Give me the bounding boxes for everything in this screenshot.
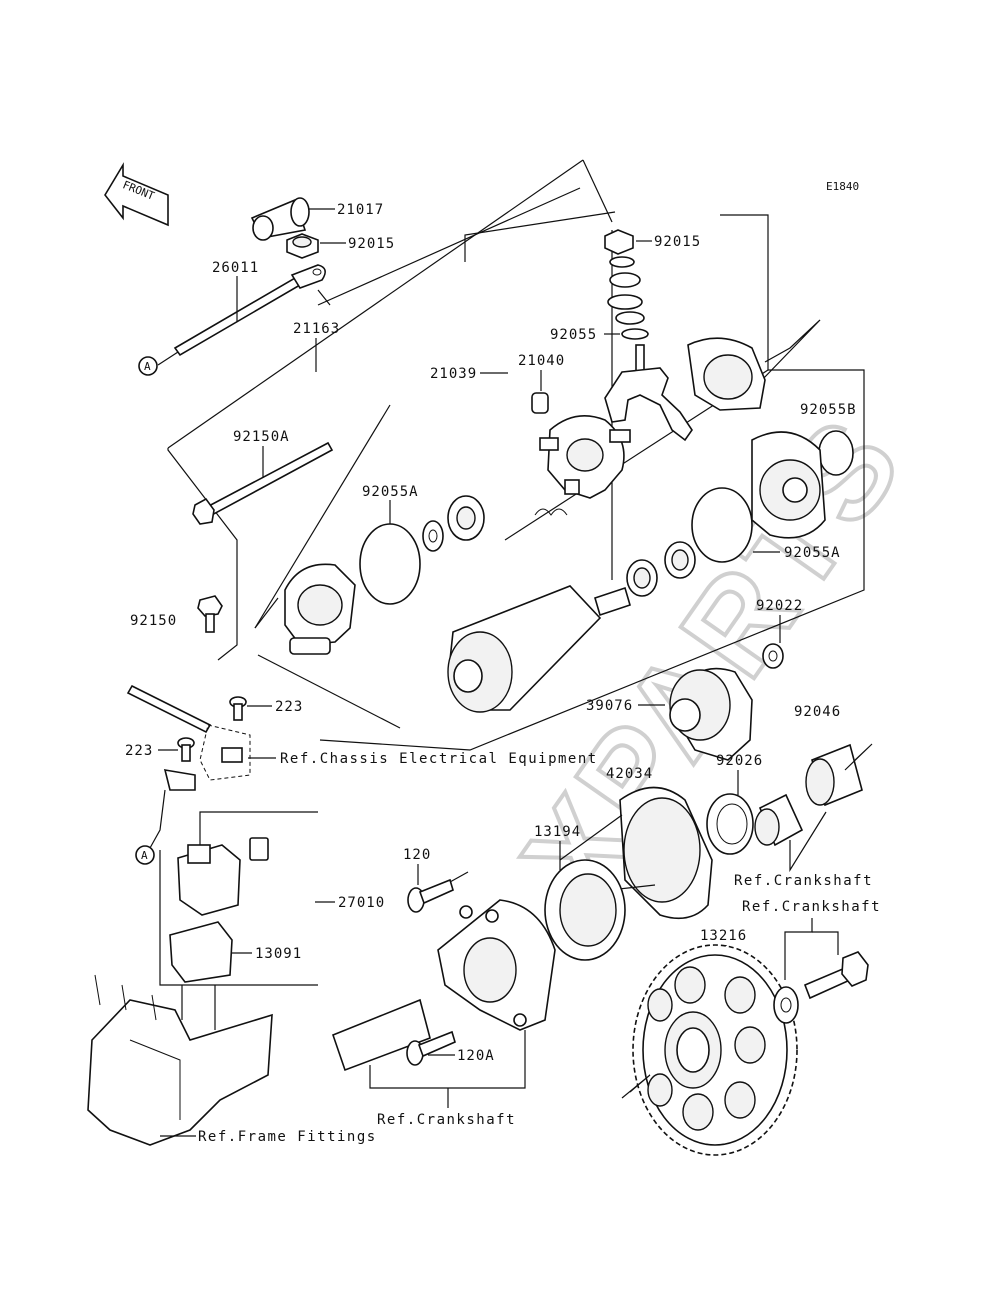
part-92046-needle-bearing[interactable] [805,743,863,807]
part-washer-left[interactable] [422,520,444,552]
label-92055: 92055 [550,327,597,343]
part-front-cover[interactable] [284,563,356,655]
part-bearing-left[interactable] [447,495,485,541]
ref-frame-fittings: Ref.Frame Fittings [198,1129,377,1145]
callout-a-bottom-icon [135,845,155,865]
part-92150-bolt[interactable] [197,595,223,633]
part-92055-oring[interactable] [621,328,649,340]
part-92055a-oring-left[interactable] [359,523,421,605]
part-92015-nut-right[interactable] [604,229,634,255]
label-92150: 92150 [130,613,177,629]
label-223-top: 223 [275,699,303,715]
label-21040: 21040 [518,353,565,369]
label-92150a: 92150A [233,429,290,445]
label-21017: 21017 [337,202,384,218]
label-92015-left: 92015 [348,236,395,252]
label-92055a-right: 92055A [784,545,841,561]
part-39076-idle-gear[interactable] [669,667,753,761]
part-120a-bolt[interactable] [406,1030,456,1066]
part-fuse[interactable] [249,837,269,861]
label-92022: 92022 [756,598,803,614]
part-223-screw-top[interactable] [229,696,247,721]
part-13091-relay-cover[interactable] [169,921,233,983]
part-21040-bearing[interactable] [531,392,549,414]
part-26011-cable[interactable] [173,264,326,357]
part-13194-one-way-clutch[interactable] [544,859,626,961]
part-92015-nut-left[interactable] [286,233,319,259]
part-42034-starter-clutch-housing[interactable] [619,786,713,920]
part-crankshaft[interactable] [331,998,431,1072]
part-gear-housing[interactable] [751,431,826,539]
part-92026-washer[interactable] [706,793,754,855]
part-armature[interactable] [447,585,631,713]
label-223-left: 223 [125,743,153,759]
part-92055a-oring-right[interactable] [691,487,753,563]
part-relay-bracket[interactable] [163,724,251,791]
part-21017-boot[interactable] [250,197,310,241]
label-39076: 39076 [586,698,633,714]
part-end-cover[interactable] [687,337,766,411]
part-starter-clutch-body[interactable] [437,899,556,1031]
label-120a: 120A [457,1048,495,1064]
label-120: 120 [403,847,431,863]
label-27010: 27010 [338,895,385,911]
label-26011: 26011 [212,260,259,276]
assembly-outline [167,448,238,661]
label-42034: 42034 [606,766,653,782]
label-13194: 13194 [534,824,581,840]
part-brush-holder[interactable] [539,414,631,499]
callout-a-bottom: A [141,849,148,862]
label-92015-right: 92015 [654,234,701,250]
part-92150a-bolt[interactable] [192,441,334,525]
label-92046: 92046 [794,704,841,720]
part-120-bolt[interactable] [407,878,454,913]
front-arrow-icon: FRONT [104,162,169,227]
label-92026: 92026 [716,753,763,769]
diagram-code: E1840 [826,180,859,193]
label-13091: 13091 [255,946,302,962]
part-frame-fittings[interactable] [87,974,273,1146]
ref-crankshaft-1: Ref.Crankshaft [734,873,873,889]
ref-crankshaft-3: Ref.Crankshaft [377,1112,516,1128]
label-21163: 21163 [293,321,340,337]
part-92022-washer[interactable] [762,643,784,669]
part-washer-stack[interactable] [607,256,645,325]
ref-chassis-electrical: Ref.Chassis Electrical Equipment [280,751,598,767]
part-crankshaft-bolt[interactable] [803,951,869,1000]
part-terminal-bolt[interactable] [604,344,693,442]
label-21039: 21039 [430,366,477,382]
label-13216: 13216 [700,928,747,944]
part-spacer[interactable] [754,793,804,847]
part-crankshaft-washer[interactable] [773,986,799,1024]
callout-a-top-icon [138,356,158,376]
part-bearing-right[interactable] [626,541,696,597]
label-92055a-left: 92055A [362,484,419,500]
callout-a-top: A [144,360,151,373]
part-spring[interactable] [534,508,568,516]
part-27010-starter-relay[interactable] [177,844,241,916]
part-13216-starter-gear[interactable] [632,944,798,1156]
part-cable-rod[interactable] [126,684,212,734]
part-223-screw-left[interactable] [177,737,195,762]
ref-crankshaft-2: Ref.Crankshaft [742,899,881,915]
part-92055b-oring[interactable] [818,430,854,476]
label-92055b: 92055B [800,402,857,418]
